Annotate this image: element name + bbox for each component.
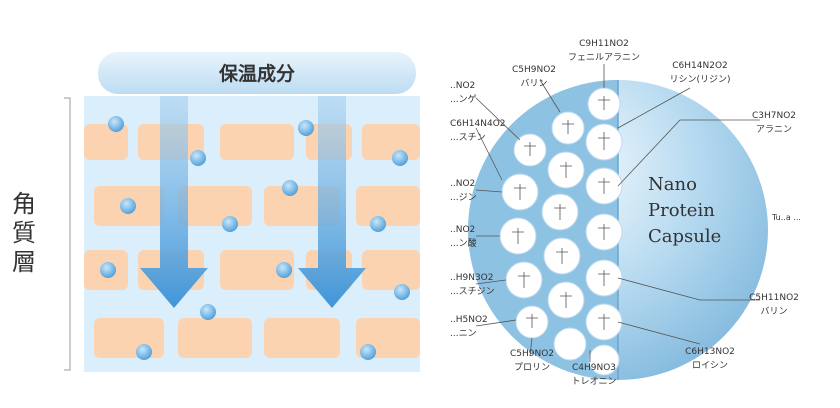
amino-acid-labels: C9H11NO2 フェニルアラニン C6H14N2O2 リシン(リジン) C3H… — [450, 39, 799, 387]
moisturizing-banner — [98, 52, 416, 94]
formula-alanine: C3H7NO2 — [752, 111, 796, 121]
arrow-left — [140, 96, 208, 308]
capsule-title-line3: Capsule — [648, 226, 721, 247]
capsule-title-line2: Protein — [648, 200, 715, 221]
leader-lines — [475, 64, 760, 362]
name-left-5: ...スチジン — [450, 286, 495, 297]
molecule-glyphs — [512, 96, 610, 330]
formula-left-2: C6H14N4O2 — [450, 119, 506, 129]
name-proline: プロリン — [514, 362, 550, 373]
name-left-3: ...ジン — [450, 193, 477, 203]
formula-left-3: ..NO2 — [450, 179, 475, 189]
formula-lysine: C6H14N2O2 — [672, 61, 728, 71]
formula-left-4: ..NO2 — [450, 225, 475, 235]
label-char-2: 質 — [12, 219, 36, 247]
name-alanine: アラニン — [756, 124, 792, 135]
penetration-arrows — [140, 96, 366, 308]
arrow-right — [298, 96, 366, 308]
name-left-1: ...ンゲ — [450, 93, 477, 105]
name-valine-top: バリン — [520, 78, 547, 89]
formula-proline: C5H9NO2 — [510, 349, 554, 359]
formula-valine-top: C5H9NO2 — [512, 65, 556, 75]
name-left-2: ...スチン — [450, 132, 486, 143]
formula-leucine: C6H13NO2 — [685, 347, 735, 357]
name-threonine: トレオニン — [571, 376, 616, 387]
name-phenylalanine: フェニルアラニン — [568, 52, 640, 63]
name-left-6: ...ニン — [450, 329, 477, 339]
name-lysine: リシン(リジン) — [669, 75, 730, 85]
name-leucine: ロイシン — [692, 361, 728, 371]
formula-left-5: ..H9N3O2 — [450, 273, 493, 283]
moisture-dots — [100, 116, 410, 360]
stratum-corneum-label: 角 質 層 — [4, 190, 44, 277]
capsule-side-note: Tu..a ... — [771, 213, 801, 222]
name-valine-right: バリン — [760, 306, 787, 317]
formula-threonine: C4H9NO3 — [572, 363, 616, 373]
banner-text: 保温成分 — [218, 62, 295, 85]
name-left-4: ...ン酸 — [450, 238, 477, 249]
formula-valine-right: C5H11NO2 — [749, 293, 799, 303]
formula-phenylalanine: C9H11NO2 — [579, 39, 629, 49]
formula-left-6: ..H5NO2 — [450, 315, 488, 325]
layer-bracket — [64, 97, 71, 371]
nano-protein-capsule: Nano Protein Capsule Tu..a ... — [468, 80, 801, 380]
capsule-title-line1: Nano — [648, 174, 697, 195]
label-char-1: 角 — [12, 190, 36, 218]
label-char-3: 層 — [12, 248, 36, 276]
formula-left-1: ..NO2 — [450, 81, 475, 91]
